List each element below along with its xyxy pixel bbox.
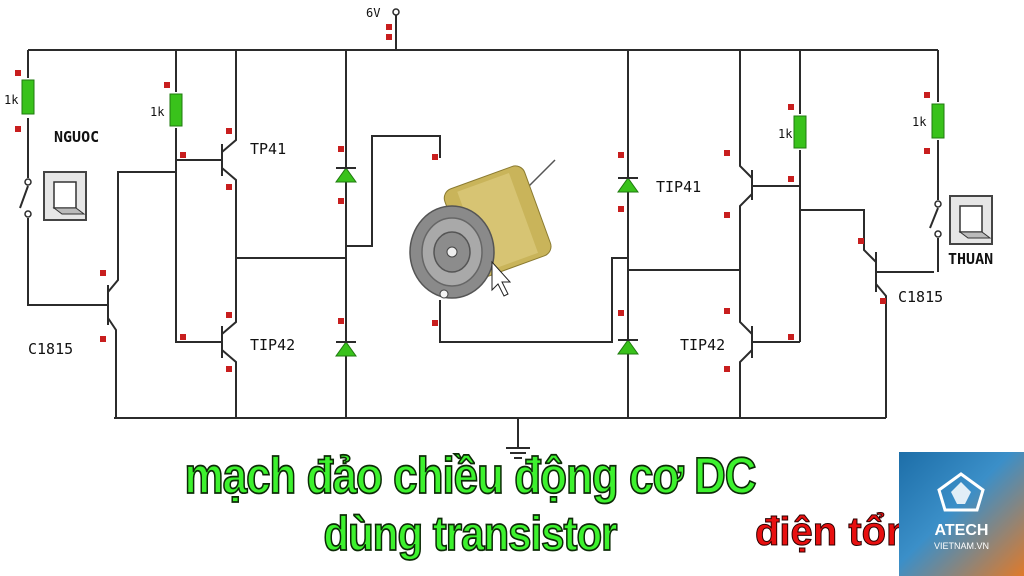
logo-name: ATECH xyxy=(934,522,989,539)
right-branch xyxy=(617,50,993,418)
left-upper-transistor-label: TP41 xyxy=(250,140,286,158)
power-rail xyxy=(28,8,938,51)
left-resistor-2-label: 1k xyxy=(150,105,165,119)
dc-motor-icon xyxy=(409,159,628,343)
right-driver-transistor-label: C1815 xyxy=(898,288,943,306)
right-lower-transistor-label: TIP42 xyxy=(680,336,725,354)
right-upper-transistor-label: TIP41 xyxy=(656,178,701,196)
logo-sub: VIETNAM.VN xyxy=(933,541,989,551)
brand-logo[interactable]: ATECH VIETNAM.VN xyxy=(899,452,1024,576)
logo-emblem-icon xyxy=(937,472,985,512)
left-resistor-1 xyxy=(21,79,35,115)
left-switch-button[interactable] xyxy=(43,171,87,221)
caption-line-2: dùng transistor xyxy=(323,506,619,562)
ground-rail xyxy=(114,417,886,459)
right-resistor-2 xyxy=(931,103,945,139)
right-resistor-1 xyxy=(793,115,807,149)
right-resistor-1-label: 1k xyxy=(778,127,793,141)
right-switch-button[interactable] xyxy=(949,195,993,245)
left-branch xyxy=(15,50,441,418)
left-resistor-2 xyxy=(169,93,183,127)
left-lower-transistor-label: TIP42 xyxy=(250,336,295,354)
right-resistor-2-label: 1k xyxy=(912,115,927,129)
left-resistor-1-label: 1k xyxy=(4,93,19,107)
left-driver-transistor-label: C1815 xyxy=(28,340,73,358)
left-switch-label: NGUOC xyxy=(54,128,99,146)
right-switch-label: THUAN xyxy=(948,250,993,268)
caption-line-1: mạch đảo chiều động cơ DC xyxy=(184,447,758,505)
supply-label: 6V xyxy=(366,6,380,20)
